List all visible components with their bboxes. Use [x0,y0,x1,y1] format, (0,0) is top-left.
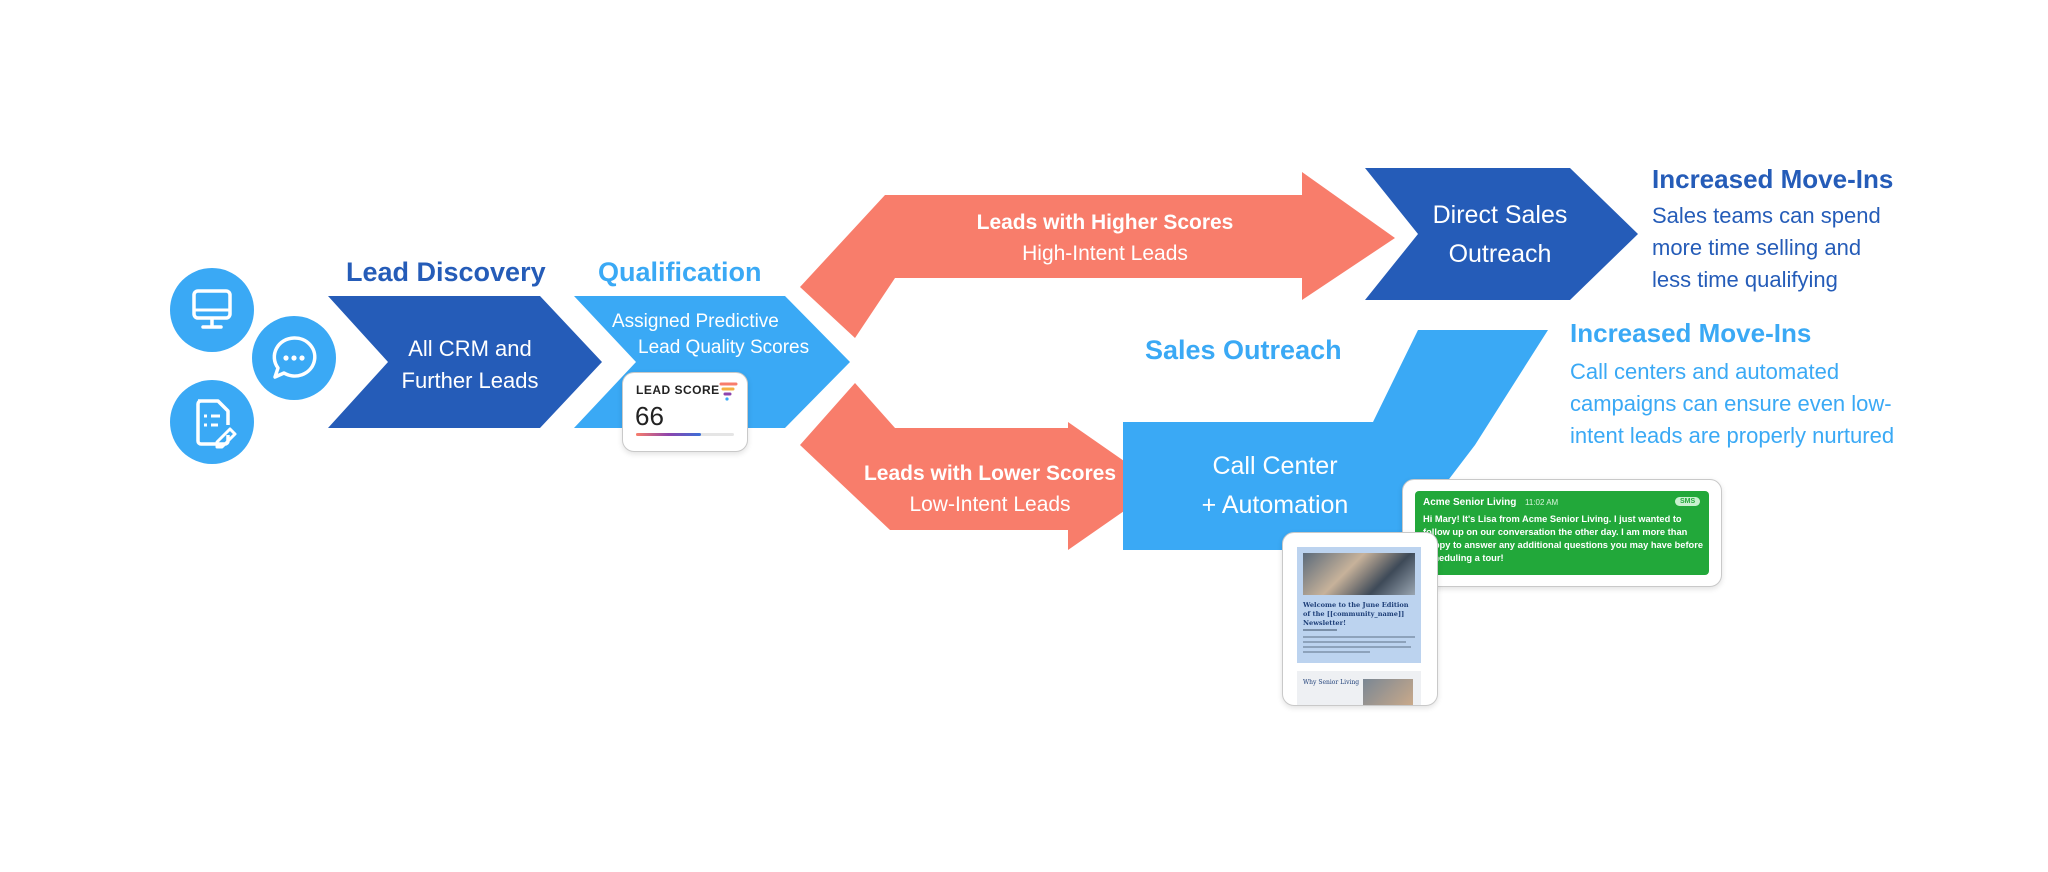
lead-discovery-line1: All CRM and [408,336,532,361]
low-intent-line1: Leads with Lower Scores [863,462,1117,485]
newsletter-footer-panel: Why Senior Living [1297,671,1421,705]
qualification-line2: Lead Quality Scores [638,337,810,358]
qualification-text: Assigned Predictive Lead Quality Scores [612,309,809,361]
newsletter-header-panel: Welcome to the June Edition of the [[com… [1297,547,1421,663]
monitor-icon-circle [170,268,254,352]
high-intent-line2: High-Intent Leads [1022,242,1188,265]
lead-score-label: LEAD SCORE [636,383,720,397]
lead-discovery-heading: Lead Discovery [346,257,546,287]
sms-badge: SMS [1675,497,1701,506]
direct-sales-line2: Outreach [1448,240,1552,268]
qualification-heading: Qualification [598,257,762,287]
chat-icon-circle [252,316,336,400]
lead-score-bar-fill [636,433,701,436]
logo-icon [719,382,738,401]
sms-time: 11:02 AM [1525,498,1559,507]
sales-outreach-heading: Sales Outreach [1145,335,1342,365]
call-center-line2: + Automation [1201,491,1349,519]
low-intent-line2: Low-Intent Leads [909,493,1071,516]
qualification-line1: Assigned Predictive [612,311,779,332]
direct-sales-chevron [1365,168,1638,300]
call-center-line1: Call Center [1212,452,1338,480]
low-intent-text: Leads with Lower Scores Low-Intent Leads [840,458,1140,520]
newsletter-footer-title: Why Senior Living [1303,679,1360,686]
direct-sales-text: Direct Sales Outreach [1405,196,1595,274]
monitor-icon [192,289,232,329]
newsletter-footer-photo [1363,679,1413,705]
lead-discovery-chevron [328,296,602,428]
newsletter-card: Welcome to the June Edition of the [[com… [1282,532,1438,706]
document-edit-icon [196,399,237,449]
high-intent-line1: Leads with Higher Scores [976,211,1234,234]
outcome-top-heading: Increased Move-Ins [1652,164,1894,194]
direct-sales-line1: Direct Sales [1432,201,1568,229]
sms-sender: Acme Senior Living [1423,497,1517,508]
outcome-top-body: Sales teams can spend more time selling … [1652,203,1881,292]
lead-score-value: 66 [635,401,664,431]
chat-bubble-icon [272,336,317,379]
low-intent-arrow [800,383,1160,550]
newsletter-photo [1303,553,1415,595]
lead-discovery-line2: Further Leads [401,368,539,393]
sms-card: Acme Senior Living 11:02 AM SMS Hi Mary!… [1402,479,1722,587]
high-intent-text: Leads with Higher Scores High-Intent Lea… [955,207,1255,269]
lead-discovery-text: All CRM and Further Leads [370,333,570,397]
call-center-arrow [1123,330,1548,550]
document-icon-circle [170,380,254,464]
outcome-bottom-heading: Increased Move-Ins [1570,318,1812,348]
call-center-text: Call Center + Automation [1180,447,1370,525]
sms-bubble: Acme Senior Living 11:02 AM SMS Hi Mary!… [1415,491,1709,575]
sms-message: Hi Mary! It's Lisa from Acme Senior Livi… [1423,514,1704,563]
outcome-bottom-body: Call centers and automated campaigns can… [1570,359,1895,448]
high-intent-arrow [800,172,1395,338]
newsletter-text-lines [1303,629,1415,653]
lead-score-card: LEAD SCORE 66 [622,372,748,452]
newsletter-title: Welcome to the June Edition of the [[com… [1303,601,1409,627]
lead-score-bar [636,433,734,436]
